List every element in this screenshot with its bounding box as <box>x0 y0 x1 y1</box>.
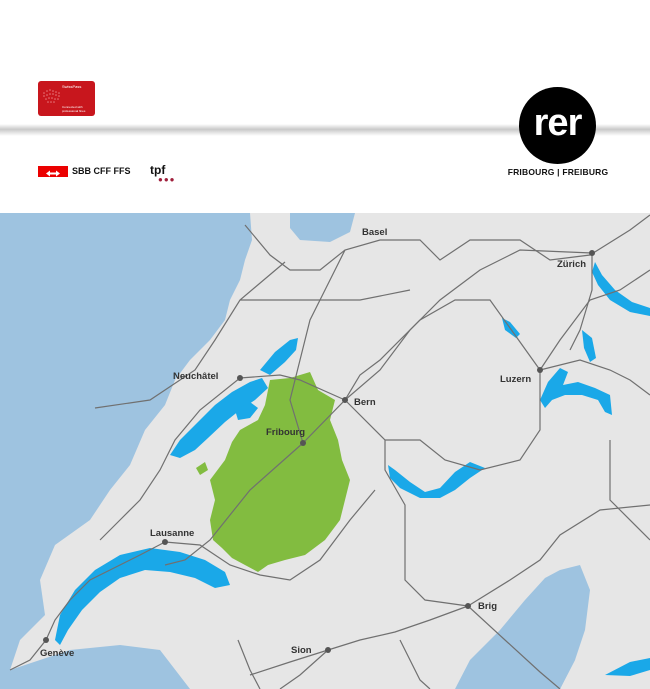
city-label-lausanne: Lausanne <box>150 528 194 539</box>
canton-fribourg-enclave <box>196 462 208 475</box>
city-dot-bern <box>342 397 348 403</box>
lake-geneva <box>55 548 230 645</box>
lake-sempach <box>582 330 596 362</box>
city-label-neuchatel: Neuchâtel <box>173 371 218 382</box>
header-divider-bar <box>0 124 650 136</box>
city-dot-luzern <box>537 367 543 373</box>
rail-network-map: Basel Zürich Neuchâtel Bern Fribourg Luz… <box>0 213 650 689</box>
sbb-arrows-icon <box>38 166 68 177</box>
city-label-luzern: Luzern <box>500 374 531 385</box>
city-dot-lausanne <box>162 539 168 545</box>
rer-subtitle: FRIBOURG | FREIBURG <box>507 167 609 177</box>
sbb-label: SBB CFF FFS <box>72 166 131 176</box>
outside-italy <box>520 565 590 689</box>
swiss-map-dots-icon <box>43 89 60 103</box>
city-dot-sion <box>325 647 331 653</box>
city-label-basel: Basel <box>362 227 387 238</box>
lake-lugano <box>605 658 650 676</box>
tpf-dots-icon: ●●● <box>158 175 176 184</box>
lake-thun <box>388 462 485 498</box>
city-label-geneve: Genève <box>40 648 74 659</box>
city-label-sion: Sion <box>291 645 312 656</box>
route-network <box>9 214 650 689</box>
city-dot-geneve <box>43 637 49 643</box>
city-dot-zurich <box>589 250 595 256</box>
lake-murten <box>235 402 258 420</box>
lake-biel <box>260 338 298 375</box>
city-label-fribourg: Fribourg <box>266 427 305 438</box>
swisspass-logo: SwissPass Connected with professional fi… <box>38 81 95 116</box>
rer-logo-text: rer <box>533 102 583 144</box>
city-label-zurich: Zürich <box>557 259 586 270</box>
swisspass-brand: SwissPass <box>62 84 82 89</box>
city-label-brig: Brig <box>478 601 497 612</box>
city-dot-neuchatel <box>237 375 243 381</box>
lake-lucerne <box>540 368 612 415</box>
lake-bodensee-edge <box>290 213 355 242</box>
city-label-bern: Bern <box>354 397 376 408</box>
header: SwissPass Connected with professional fi… <box>0 0 650 213</box>
swisspass-caption: Connected with professional fines <box>62 105 86 113</box>
city-dot-fribourg <box>300 440 306 446</box>
canton-fribourg <box>210 372 350 572</box>
lakes <box>55 262 650 676</box>
rer-logo: rer <box>519 87 596 164</box>
tpf-logo: tpf ●●● <box>150 163 180 184</box>
city-markers <box>43 250 595 653</box>
city-dot-brig <box>465 603 471 609</box>
tpf-label: tpf <box>150 163 166 177</box>
lake-zurich <box>592 262 650 316</box>
lake-neuchatel <box>170 378 268 458</box>
